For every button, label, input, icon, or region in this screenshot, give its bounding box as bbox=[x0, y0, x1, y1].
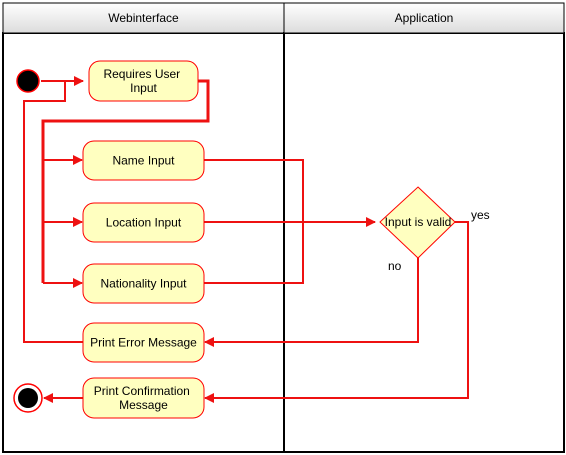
lane-webinterface-title: Webinterface bbox=[108, 11, 179, 25]
decision-input-is-valid-label: Input is valid bbox=[385, 215, 452, 229]
action-print-error-message: Print Error Message bbox=[82, 322, 205, 363]
edge-requires-input-fork bbox=[41, 79, 210, 283]
action-name-input: Name Input bbox=[82, 140, 205, 181]
action-print-confirmation-message-label: Print Confirmation Message bbox=[94, 384, 193, 412]
action-requires-user-input-label: Requires User Input bbox=[103, 67, 183, 95]
lane-application-title: Application bbox=[395, 11, 454, 25]
decision-input-is-valid: Input is valid bbox=[379, 186, 456, 259]
edge-decision-yes-to-confirmation bbox=[204, 221, 469, 403]
action-print-confirmation-message: Print Confirmation Message bbox=[82, 377, 205, 419]
lane-application-header bbox=[283, 2, 565, 34]
edge-error-loop-back bbox=[23, 81, 83, 343]
action-nationality-input: Nationality Input bbox=[82, 263, 205, 304]
action-print-error-message-label: Print Error Message bbox=[90, 336, 197, 350]
action-name-input-label: Name Input bbox=[112, 154, 175, 168]
edge-decision-no-to-error bbox=[204, 258, 419, 347]
lane-webinterface-header bbox=[2, 2, 285, 34]
initial-node bbox=[16, 69, 40, 93]
flow-edges bbox=[23, 76, 469, 403]
final-node bbox=[13, 383, 43, 413]
action-location-input: Location Input bbox=[82, 202, 205, 243]
edge-nationality-input-to-decision bbox=[204, 222, 304, 284]
action-location-input-label: Location Input bbox=[106, 216, 182, 230]
action-nationality-input-label: Nationality Input bbox=[100, 277, 187, 291]
guard-yes: yes bbox=[471, 208, 490, 222]
guard-no: no bbox=[388, 259, 402, 273]
edge-name-input-to-decision bbox=[204, 159, 304, 222]
action-requires-user-input: Requires User Input bbox=[88, 60, 199, 102]
